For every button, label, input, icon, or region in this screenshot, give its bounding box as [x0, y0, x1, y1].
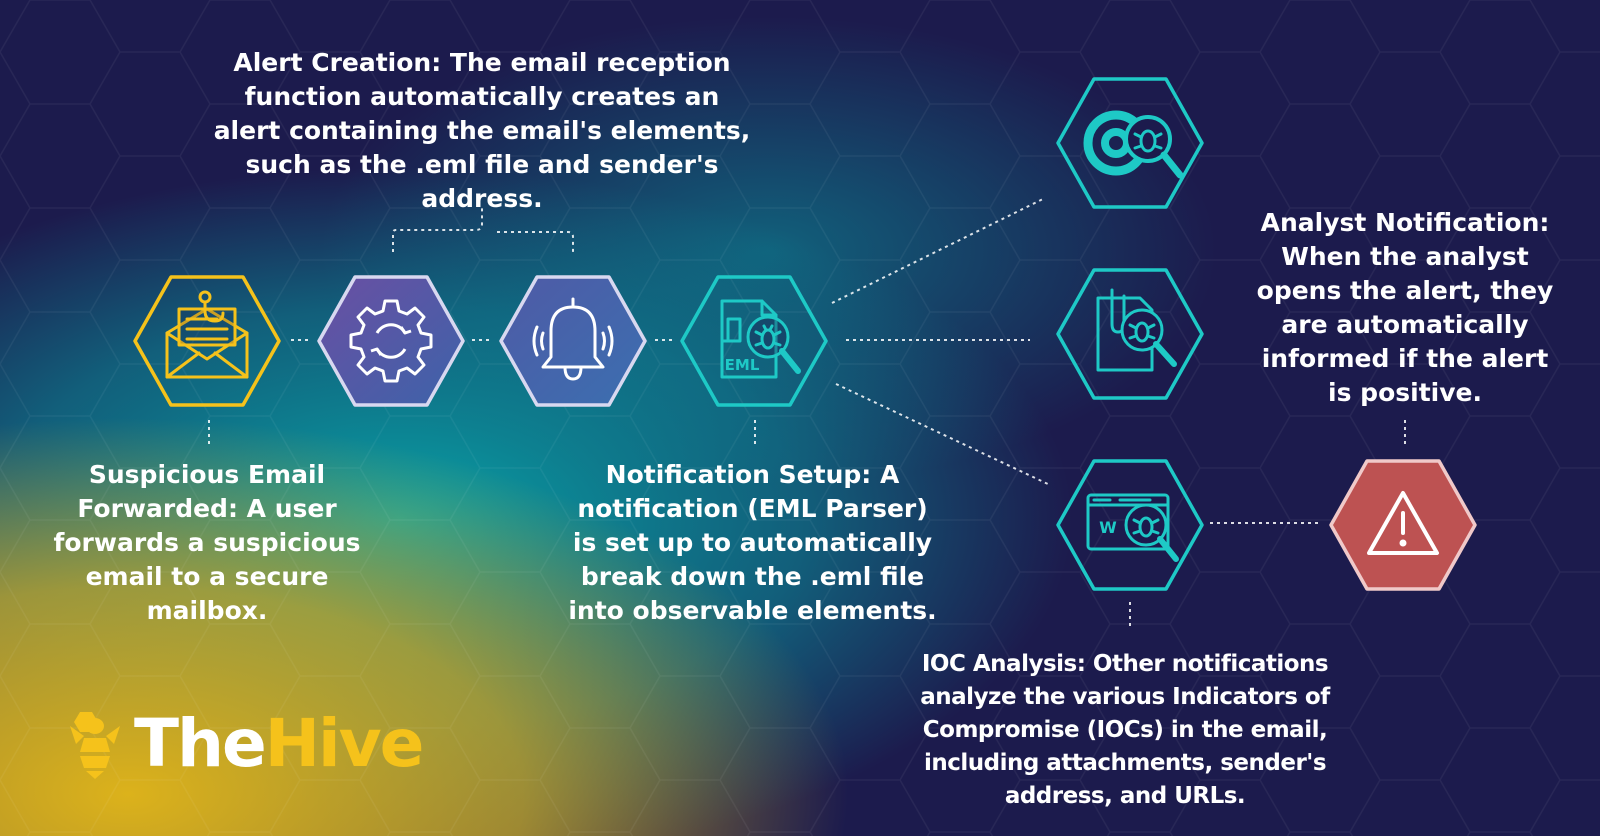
attachment-bug-icon [1096, 288, 1177, 372]
at-sign-bug-icon [1083, 110, 1184, 179]
node-at-sender [1056, 77, 1204, 209]
node-warning [1329, 459, 1477, 591]
url-window-bug-icon [1086, 493, 1179, 562]
node-suspicious-email [133, 275, 281, 407]
node-gear [317, 275, 465, 407]
logo-the: The [134, 705, 267, 782]
node-url: W [1056, 459, 1204, 591]
email-hook-icon [165, 290, 249, 379]
node-eml: EML [680, 275, 828, 407]
label-analyst-notification: Analyst Notification: When the analyst o… [1256, 208, 1554, 407]
bee-icon [70, 712, 120, 779]
node-bell [499, 275, 647, 407]
url-label: W [1099, 518, 1117, 537]
eml-file-bug-icon [720, 299, 801, 379]
label-notification-setup: Notification Setup: A notification (EML … [568, 460, 937, 625]
label-ioc-analysis: IOC Analysis: Other notifications analyz… [920, 651, 1330, 809]
gear-icon [349, 299, 433, 383]
bell-icon [532, 297, 614, 381]
eml-label: EML [725, 356, 760, 374]
label-suspicious-email: Suspicious Email Forwarded: A user forwa… [53, 460, 361, 625]
logo-hive: Hive [264, 705, 425, 782]
logo-wordmark: TheHive [134, 711, 424, 777]
node-attachment [1056, 268, 1204, 400]
label-alert-creation: Alert Creation: The email reception func… [213, 48, 751, 213]
thehive-logo: TheHive [66, 708, 424, 780]
warning-triangle-icon [1367, 491, 1439, 555]
connectors [208, 197, 1406, 628]
